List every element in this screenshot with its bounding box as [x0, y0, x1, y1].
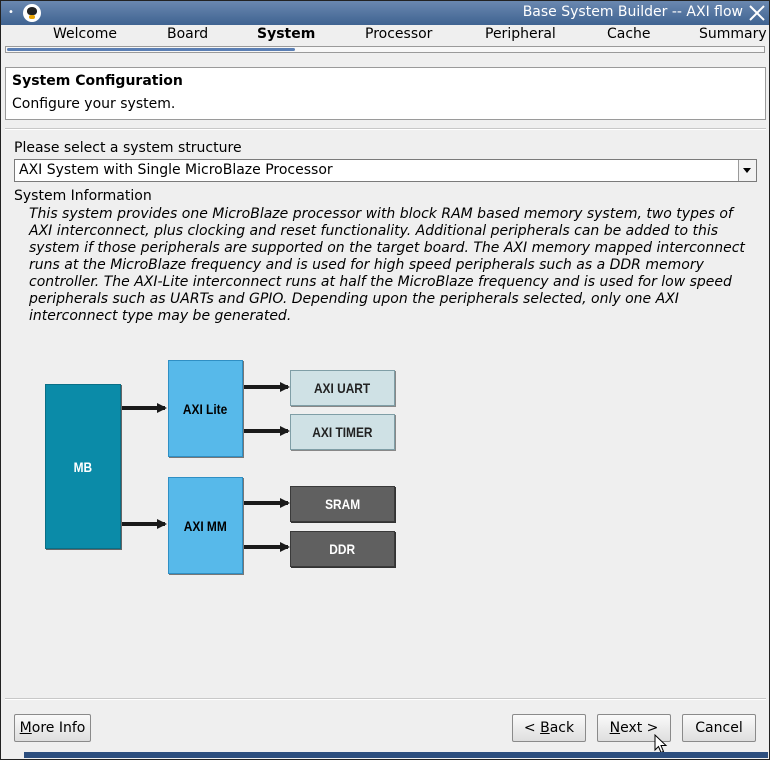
- xilinx-app-icon: [23, 4, 41, 22]
- step-system: System: [257, 26, 316, 42]
- title-bar[interactable]: • Base System Builder -- AXI flow: [1, 1, 769, 25]
- window-menu-icon[interactable]: •: [8, 7, 14, 18]
- diagram-axi-lite-block: AXI Lite: [168, 360, 243, 457]
- next-label: ext >: [620, 720, 659, 736]
- step-peripheral: Peripheral: [485, 26, 556, 42]
- diagram-axi-timer-label: AXI TIMER: [312, 424, 373, 440]
- step-cache: Cache: [607, 26, 651, 42]
- diagram-axi-lite-label: AXI Lite: [183, 400, 228, 417]
- diagram-axi-uart-label: AXI UART: [314, 380, 371, 396]
- chevron-down-icon[interactable]: [738, 160, 756, 181]
- back-prefix: <: [523, 720, 541, 736]
- diagram-sram-label: SRAM: [324, 496, 361, 512]
- step-tabs: Welcome Board System Processor Periphera…: [1, 25, 769, 45]
- step-board: Board: [167, 26, 209, 42]
- separator: [5, 698, 766, 700]
- system-structure-select[interactable]: AXI System with Single MicroBlaze Proces…: [14, 159, 757, 182]
- more-info-mnemonic: M: [19, 720, 32, 736]
- diagram-axi-uart-block: AXI UART: [290, 370, 395, 406]
- window-frame-bottom: [24, 752, 768, 758]
- diagram-ddr-block: DDR: [290, 531, 395, 567]
- mouse-pointer-icon: [654, 733, 668, 754]
- more-info-button[interactable]: More Info: [14, 714, 91, 742]
- system-info-description: This system provides one MicroBlaze proc…: [29, 206, 745, 324]
- step-processor: Processor: [365, 26, 433, 42]
- step-welcome: Welcome: [53, 26, 118, 42]
- back-button[interactable]: < Back: [512, 714, 586, 742]
- diagram-ddr-label: DDR: [329, 541, 356, 557]
- separator: [5, 128, 766, 130]
- window-title: Base System Builder -- AXI flow: [522, 4, 743, 20]
- system-structure-value: AXI System with Single MicroBlaze Proces…: [19, 162, 333, 178]
- diagram-microblaze-block: MB: [45, 384, 121, 549]
- diagram-microblaze-label: MB: [73, 458, 93, 475]
- next-button[interactable]: Next >: [597, 714, 671, 742]
- diagram-axi-timer-block: AXI TIMER: [290, 414, 395, 450]
- diagram-axi-mm-label: AXI MM: [184, 517, 227, 534]
- back-label: ack: [549, 720, 575, 736]
- diagram-sram-block: SRAM: [290, 486, 395, 522]
- diagram-axi-mm-block: AXI MM: [168, 477, 243, 574]
- wizard-progress-bar: [5, 46, 765, 53]
- cancel-button[interactable]: Cancel: [682, 714, 756, 742]
- page-subtitle: Configure your system.: [12, 96, 176, 112]
- back-mnemonic: B: [540, 720, 550, 736]
- step-summary: Summary: [699, 26, 767, 42]
- wizard-progress-fill: [7, 48, 295, 51]
- more-info-label: ore Info: [31, 720, 86, 736]
- page-header: System Configuration Configure your syst…: [5, 67, 766, 120]
- structure-label: Please select a system structure: [14, 140, 242, 156]
- close-icon[interactable]: [747, 3, 767, 23]
- system-info-label: System Information: [14, 188, 152, 204]
- next-mnemonic: N: [609, 720, 621, 736]
- page-title: System Configuration: [12, 73, 183, 89]
